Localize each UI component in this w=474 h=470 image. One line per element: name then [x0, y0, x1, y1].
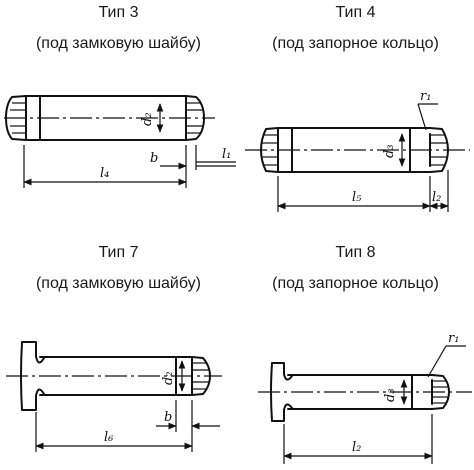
type-3-drawing: d₂ l₄ b l₁	[4, 95, 236, 188]
type-4-l5-label: l₅	[352, 190, 362, 205]
type-4-title: Тип 4	[335, 4, 376, 21]
type-4-caption: Тип 4 (под запорное кольцо)	[237, 3, 474, 54]
type-8-d3-label: d₃	[383, 388, 398, 402]
type-7-l6-label: l₆	[104, 430, 113, 445]
type-7-drawing: d₂ l₆ b	[6, 341, 222, 452]
type-3-caption: Тип 3 (под замковую шайбу)	[0, 3, 237, 54]
type-8-r1-label: r₁	[448, 331, 459, 346]
type-7-b-label: b	[164, 410, 172, 425]
type-7-caption: Тип 7 (под замковую шайбу)	[0, 243, 237, 294]
type-8-l2-label: l₂	[352, 440, 361, 455]
type-8-caption: Тип 8 (под запорное кольцо)	[237, 243, 474, 294]
type-8-drawing: r₁ d₃ l₂	[258, 331, 472, 464]
type-8-subtitle: (под запорное кольцо)	[272, 275, 439, 292]
type-3-d2-label: d₂	[140, 112, 155, 126]
type-4-r1-label: r₁	[420, 89, 431, 104]
type-3-title: Тип 3	[98, 4, 139, 21]
type-3-l1-label: l₁	[222, 147, 231, 162]
type-4-d3-label: d₃	[382, 144, 397, 158]
type-7-subtitle: (под замковую шайбу)	[35, 275, 202, 292]
type-4-subtitle: (под запорное кольцо)	[272, 35, 439, 52]
type-3-b-label: b	[150, 151, 158, 166]
type-7-title: Тип 7	[98, 244, 139, 261]
type-3-l4-label: l₄	[100, 166, 109, 181]
type-7-d2-label: d₂	[161, 371, 176, 385]
type-8-title: Тип 8	[335, 244, 376, 261]
type-4-drawing: r₁ d₃ l₅ l₂	[245, 89, 470, 212]
type-3-subtitle: (под замковую шайбу)	[35, 35, 202, 52]
type-4-l2-label: l₂	[432, 190, 441, 205]
